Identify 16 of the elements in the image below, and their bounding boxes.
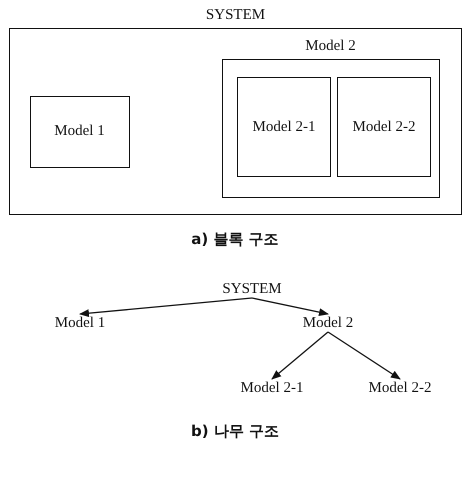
tree-node-label: Model 1 [52, 314, 108, 332]
model-box: Model 2-1 [237, 77, 331, 177]
node-heading: Model 2 [305, 36, 356, 56]
figure-caption: a) 블록 구조 [191, 230, 279, 249]
arrow [271, 332, 328, 380]
tree-node-label: SYSTEM [220, 280, 284, 298]
model-box: Model 2-2 [337, 77, 431, 177]
figure-caption: b) 나무 구조 [190, 422, 280, 441]
arrow [328, 331, 401, 380]
tree-node-label: Model 2-1 [238, 379, 306, 397]
tree-node-label: Model 2 [300, 314, 356, 332]
arrow [79, 297, 252, 318]
tree-node-label: Model 2-2 [366, 379, 434, 397]
model-box: Model 1 [30, 96, 130, 168]
arrow [252, 297, 329, 316]
node-heading: SYSTEM [206, 6, 266, 25]
